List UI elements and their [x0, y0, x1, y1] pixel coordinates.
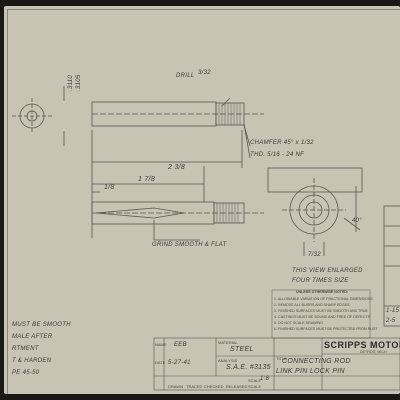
left-note: MALE AFTER	[12, 334, 53, 340]
title-block	[153, 337, 400, 391]
left-note: MUST BE SMOOTH	[12, 322, 71, 328]
material-label: MATERIAL	[218, 340, 238, 345]
dim-1-7-8: 1 7/8	[138, 176, 156, 183]
left-note: T & HARDEN	[12, 358, 52, 364]
note-item: 4. CASTINGS MUST BE SOUND AND FREE OF DE…	[274, 315, 370, 319]
name-value: EEB	[174, 342, 187, 348]
note-item: 1. ALLOWABLE VARIATION OF FRACTIONAL DIM…	[274, 297, 373, 301]
scale-value: 1:8	[260, 376, 270, 382]
footer-released: RELEASED	[226, 384, 248, 389]
title-label: TITLE	[276, 356, 287, 361]
title-line1: CONNECTING ROD	[282, 358, 351, 365]
note-item: 6. FINISHED SURFACES MUST BE PROTECTED F…	[274, 327, 378, 331]
enlarged-note-1: THIS VIEW ENLARGED	[292, 268, 363, 274]
revision-1: 1-15	[386, 308, 400, 314]
grind-note: GRIND SMOOTH & FLAT	[152, 242, 227, 248]
analysis-value: S.A.E. #3135	[226, 364, 271, 371]
notes-title: UNLESS OTHERWISE NOTED:	[296, 290, 349, 294]
enlarged-note-2: FOUR TIMES SIZE	[292, 278, 349, 284]
drill-note: DRILL	[176, 73, 195, 79]
drawing-sheet: DRILL 3/32 CHAMFER 45° x 1/32 THD. 5/16 …	[4, 6, 400, 394]
note-item: 3. FINISHED SURFACES MUST BE SMOOTH AND …	[274, 309, 368, 313]
dim-top-2: .3105	[76, 74, 82, 91]
footer-scale: SCALE	[248, 384, 262, 389]
scale-label: SCALE	[248, 378, 262, 383]
revision-2: 2-5	[386, 318, 396, 324]
note-item: 2. REMOVE ALL BURRS AND SHARP EDGES	[274, 303, 350, 307]
date-label: DATE	[155, 360, 166, 365]
dim-top-1: .3110	[68, 74, 74, 91]
technical-drawing	[12, 86, 400, 391]
footer-drawn: DRAWN	[168, 384, 183, 389]
date-value: 5-27-41	[168, 360, 191, 366]
dim-7-32: 7/32	[308, 252, 321, 258]
footer-checked: CHECKED	[204, 384, 224, 389]
analysis-label: ANALYSIS	[218, 358, 238, 363]
left-note: RTMENT	[12, 346, 39, 352]
drawing-border	[7, 9, 400, 394]
thread-note: THD. 5/16 - 24 NF	[250, 152, 305, 158]
title-line2: LINK PIN LOCK PIN	[276, 368, 345, 375]
drill-size: 3/32	[198, 70, 211, 76]
left-note: PE 45-50	[12, 370, 40, 376]
footer-traced: TRACED	[186, 384, 203, 389]
dim-2-3-8: 2 3/8	[168, 164, 186, 171]
angle-40: 40°	[352, 218, 362, 224]
note-item: 5. DO NOT SCALE DRAWING	[274, 321, 323, 325]
company-name: SCRIPPS MOTOR	[324, 340, 400, 350]
name-label: NAME	[155, 342, 167, 347]
company-city: DETROIT, MICH	[360, 350, 387, 354]
chamfer-note: CHAMFER 45° x 1/32	[250, 140, 314, 146]
dim-1-8: 1/8	[104, 184, 115, 191]
material-value: STEEL	[230, 346, 254, 353]
